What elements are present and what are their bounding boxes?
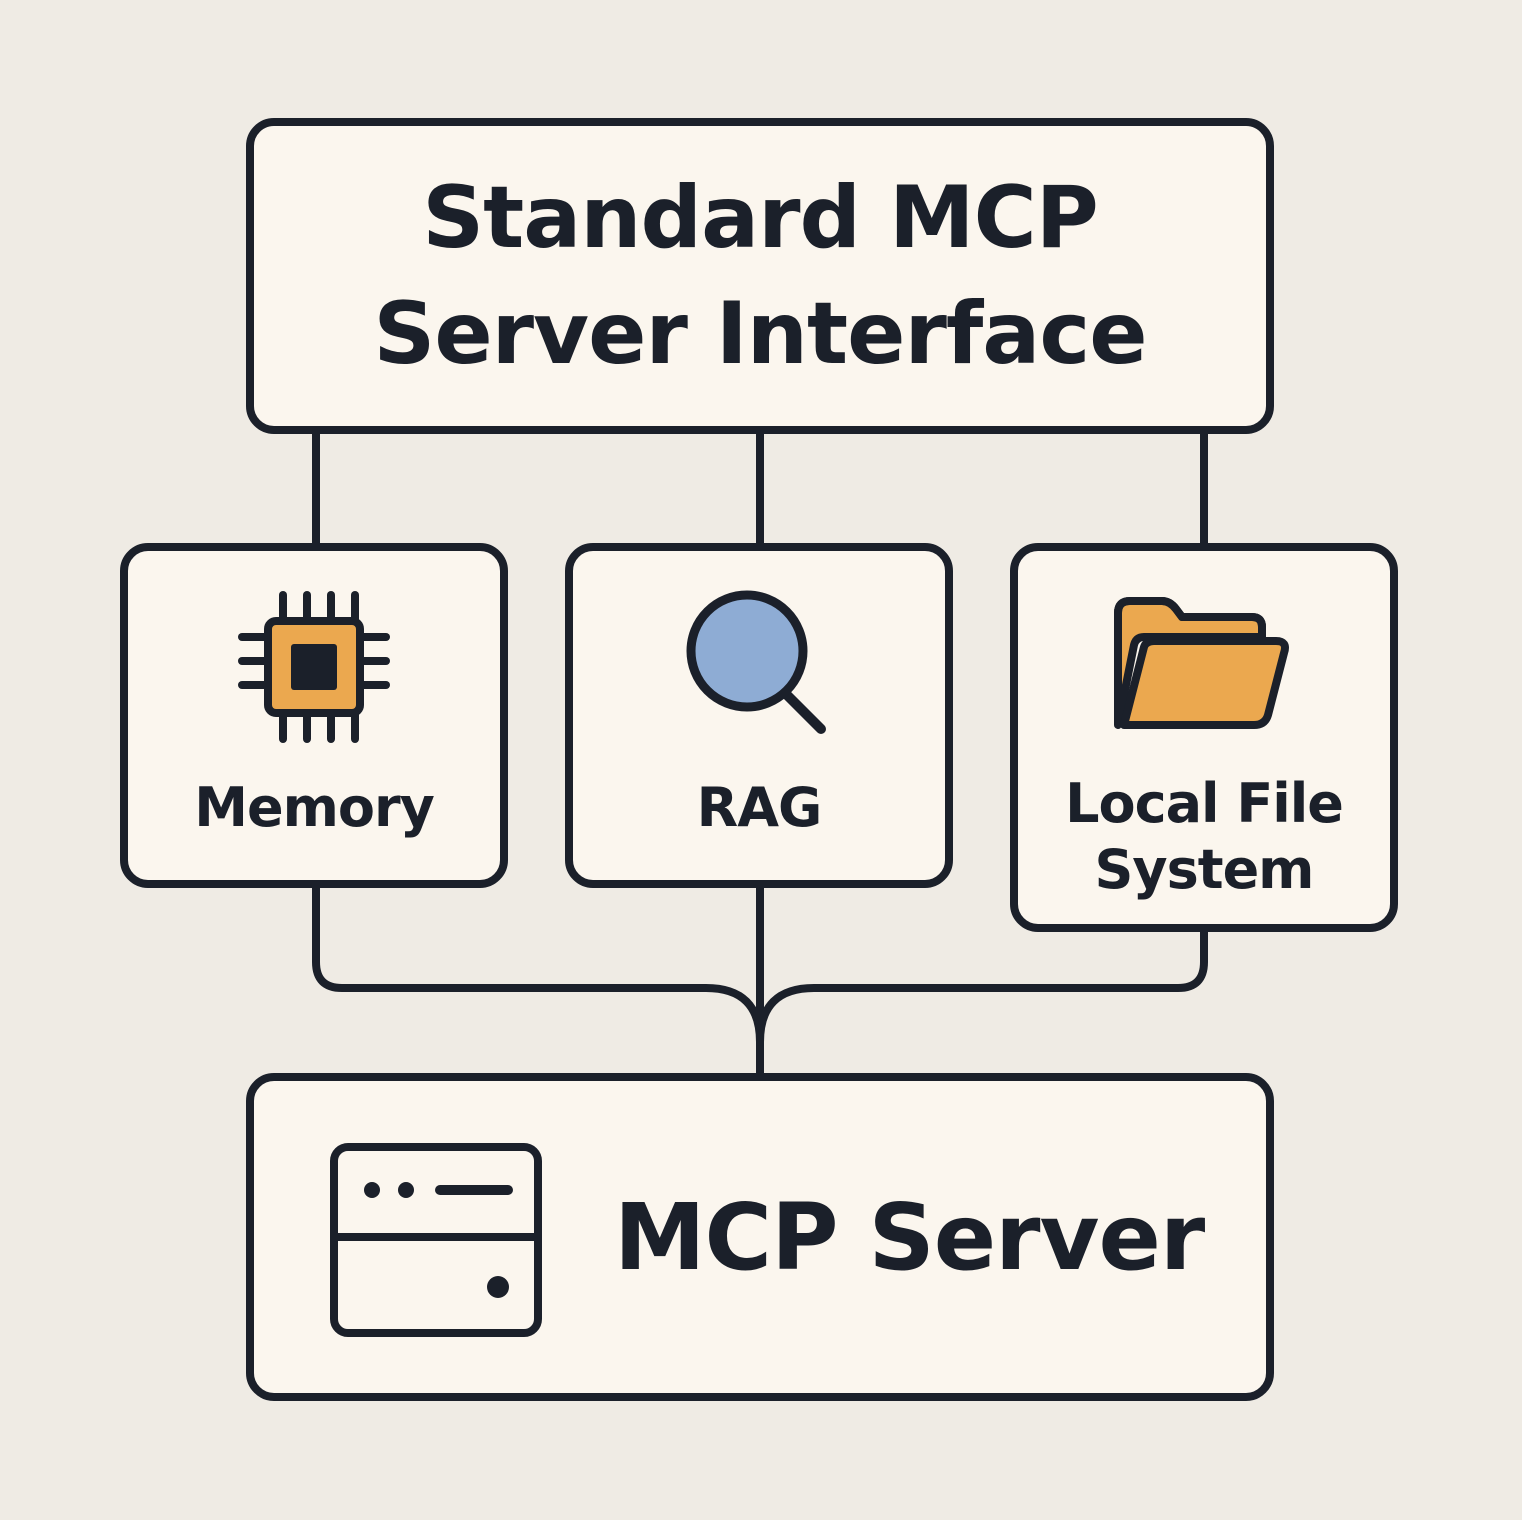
local-file-system-label-line-2: System (1094, 838, 1315, 901)
server-icon (330, 1143, 542, 1337)
standard-mcp-interface-box: Standard MCP Server Interface (246, 118, 1274, 434)
rag-label: RAG (696, 776, 823, 839)
memory-box: Memory (120, 543, 508, 888)
folder-icon (1114, 597, 1289, 729)
interface-title-line-2: Server Interface (373, 284, 1147, 384)
cpu-chip-icon (238, 591, 390, 743)
connector-filesystem-server (756, 924, 1208, 1046)
interface-title-line-1: Standard MCP (422, 168, 1099, 268)
memory-label: Memory (194, 776, 435, 839)
mcp-server-label: MCP Server (614, 1184, 1205, 1291)
local-file-system-label-line-1: Local File (1065, 772, 1344, 835)
mcp-server-box: MCP Server (246, 1073, 1274, 1401)
local-file-system-box: Local File System (1010, 543, 1398, 932)
rag-box: RAG (565, 543, 953, 888)
connector-memory-server (312, 880, 764, 1081)
local-file-system-label: Local File System (1065, 771, 1344, 903)
magnifying-glass-icon (686, 590, 826, 734)
